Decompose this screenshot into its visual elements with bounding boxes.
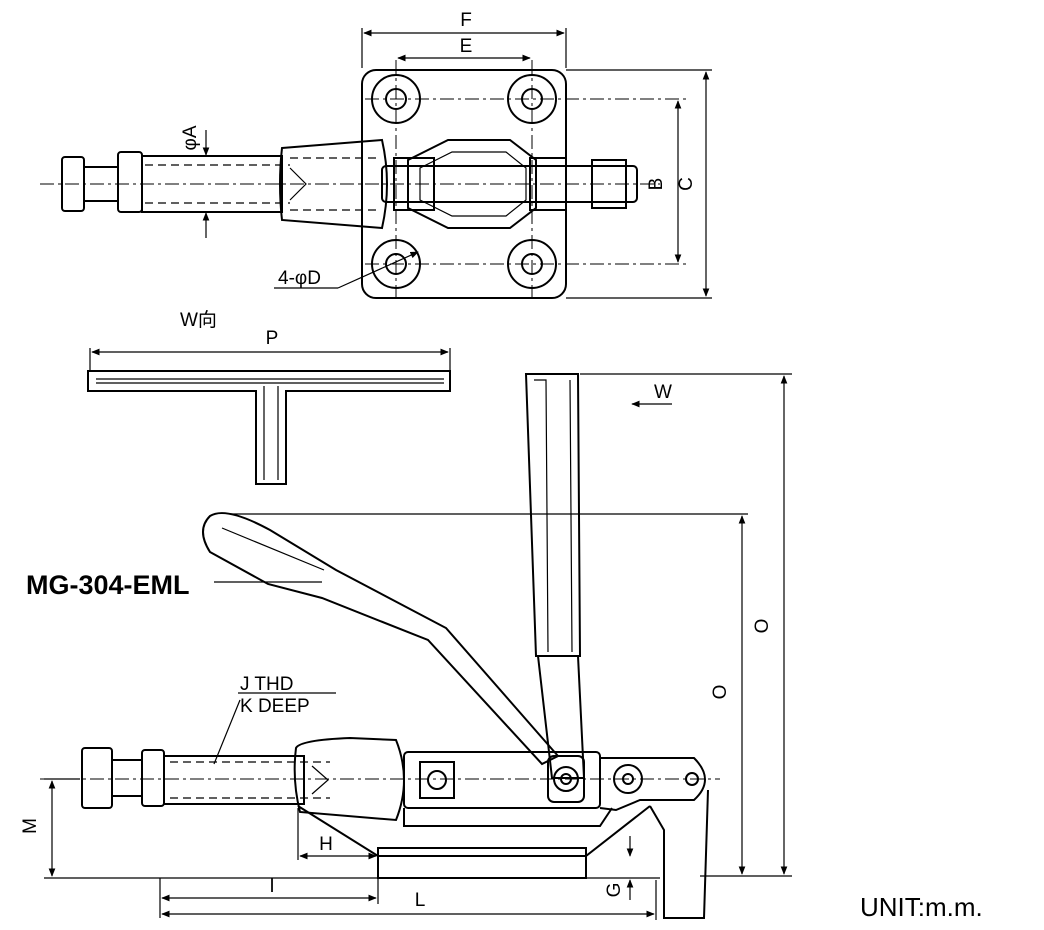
dimension-E: E xyxy=(397,36,531,62)
label-thread-1: J THD xyxy=(240,674,293,695)
dimension-F: F xyxy=(361,10,567,68)
side-view xyxy=(40,373,720,919)
dimension-phiA: φA xyxy=(180,125,210,238)
label-I: I xyxy=(269,876,274,897)
dimension-C: C xyxy=(566,69,712,299)
label-thread-2: K DEEP xyxy=(240,696,310,717)
dimension-L: L xyxy=(161,880,657,920)
label-C: C xyxy=(676,177,697,191)
thread-callout: J THD K DEEP xyxy=(213,674,336,765)
label-F: F xyxy=(460,10,472,31)
model-label: MG-304-EML xyxy=(26,570,190,600)
label-holes: 4-φD xyxy=(278,268,321,289)
label-L: L xyxy=(415,890,426,911)
label-H: H xyxy=(319,834,333,855)
dimension-O-outer: O xyxy=(580,373,792,877)
dimension-H: H xyxy=(297,808,377,860)
label-E: E xyxy=(460,36,473,57)
label-O-inner: O xyxy=(710,685,731,700)
dimension-B: B xyxy=(646,100,682,263)
view-w-label: W向 xyxy=(180,309,217,331)
label-phiA: φA xyxy=(180,125,201,150)
top-view xyxy=(40,60,690,300)
dimension-G: G xyxy=(604,836,634,900)
label-P: P xyxy=(266,328,279,349)
arrow-w: W xyxy=(631,382,672,408)
mounting-holes xyxy=(371,74,557,289)
label-M: M xyxy=(20,818,41,834)
handle-w-view xyxy=(87,370,451,485)
dimension-holes: 4-φD xyxy=(274,251,419,289)
label-B: B xyxy=(646,178,667,191)
dimension-M: M xyxy=(20,778,160,879)
dimension-I: I xyxy=(159,860,379,918)
label-O-outer: O xyxy=(752,619,773,634)
unit-label: UNIT:m.m. xyxy=(860,892,983,922)
dimension-P: P xyxy=(89,328,451,370)
label-G: G xyxy=(604,883,625,898)
dimension-O-inner: O xyxy=(230,513,748,875)
label-arrow-w: W xyxy=(654,382,672,403)
